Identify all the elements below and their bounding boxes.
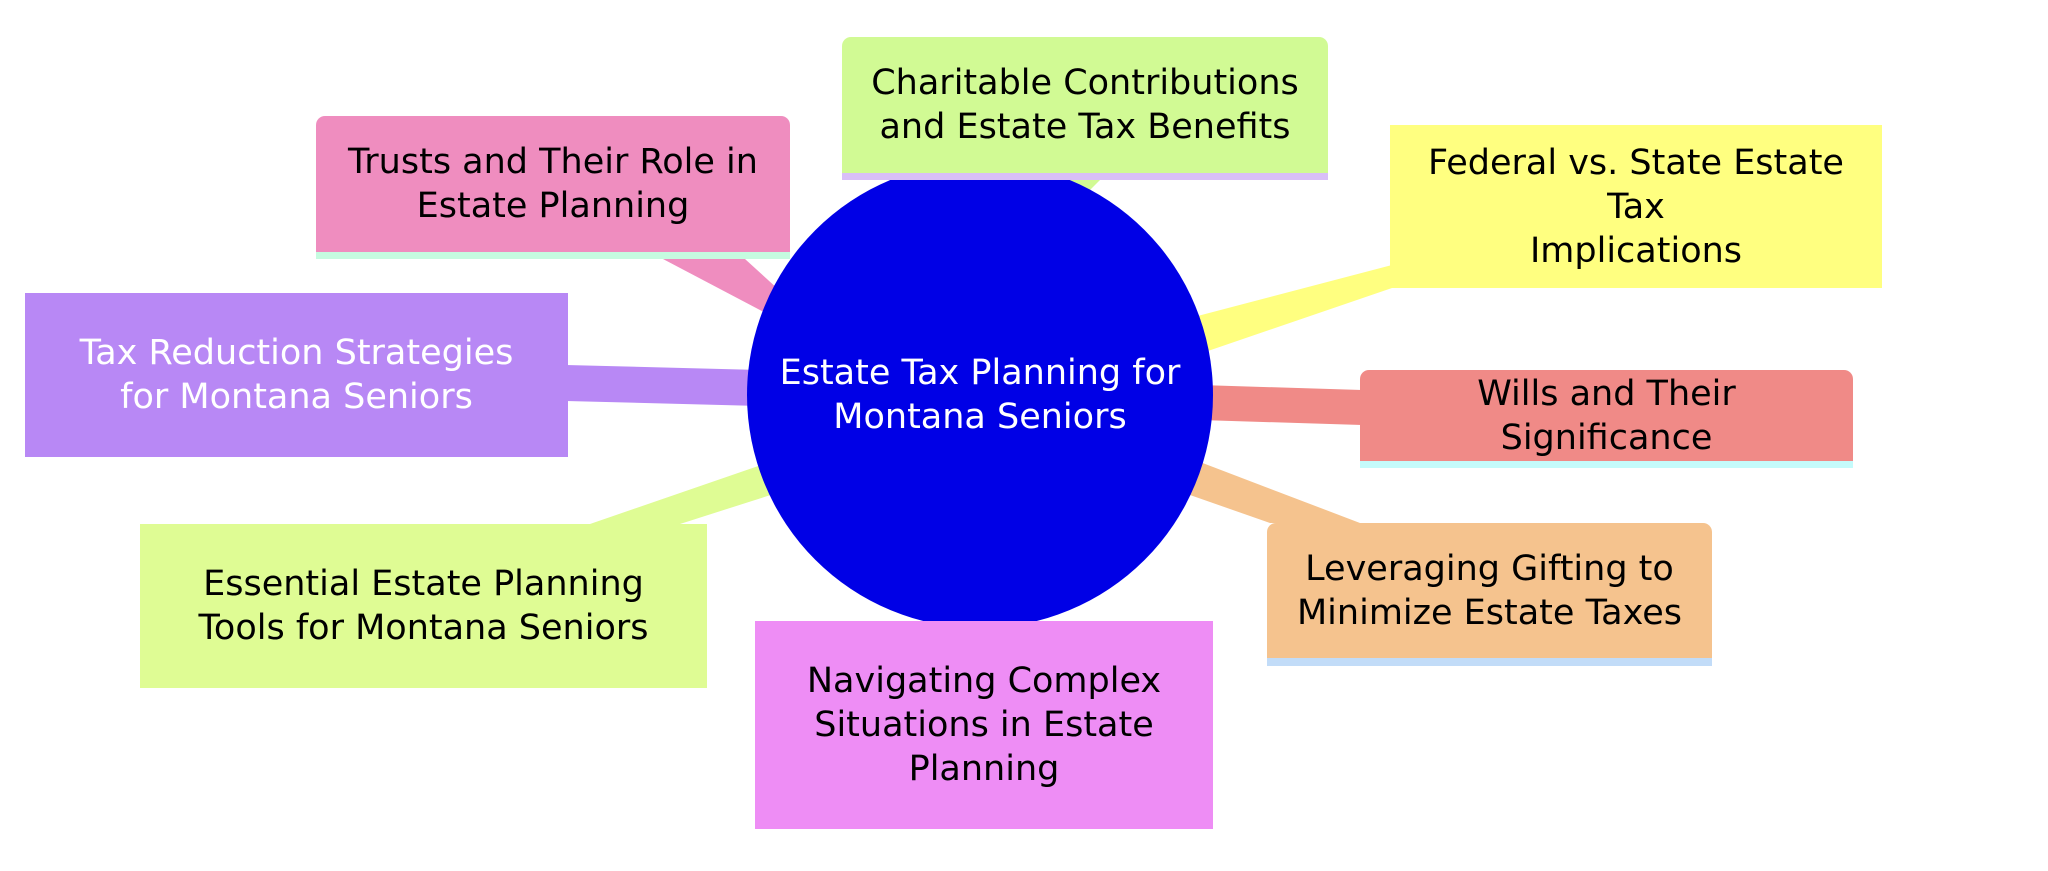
connector-gifting bbox=[1190, 462, 1360, 523]
node-complex[interactable]: Navigating Complex Situations in Estate … bbox=[755, 621, 1213, 829]
node-federal-state[interactable]: Federal vs. State Estate Tax Implication… bbox=[1390, 125, 1882, 288]
node-complex-label: Navigating Complex Situations in Estate … bbox=[806, 661, 1162, 789]
node-wills-underline bbox=[1360, 461, 1853, 468]
node-federal-state-label: Federal vs. State Estate Tax Implication… bbox=[1428, 142, 1844, 271]
node-charitable-label: Charitable Contributions and Estate Tax … bbox=[871, 63, 1299, 147]
root-node-label: Estate Tax Planning for Montana Seniors bbox=[779, 353, 1181, 437]
node-gifting[interactable]: Leveraging Gifting to Minimize Estate Ta… bbox=[1267, 523, 1712, 666]
root-node[interactable]: Estate Tax Planning for Montana Seniors bbox=[747, 162, 1213, 628]
connector-tax-reduction bbox=[566, 365, 760, 406]
connector-trusts bbox=[663, 259, 790, 318]
node-wills[interactable]: Wills and Their Significance bbox=[1360, 370, 1853, 468]
node-trusts[interactable]: Trusts and Their Role in Estate Planning bbox=[316, 116, 790, 259]
node-trusts-label: Trusts and Their Role in Estate Planning bbox=[348, 142, 758, 226]
connector-wills bbox=[1200, 385, 1362, 425]
node-trusts-underline bbox=[316, 252, 790, 259]
node-charitable-underline bbox=[842, 173, 1328, 180]
node-wills-label: Wills and Their Significance bbox=[1477, 373, 1736, 458]
node-essential-tools-label: Essential Estate Planning Tools for Mont… bbox=[198, 564, 649, 648]
node-tax-reduction[interactable]: Tax Reduction Strategies for Montana Sen… bbox=[25, 293, 568, 457]
connector-essential-tools bbox=[590, 462, 780, 524]
node-essential-tools[interactable]: Essential Estate Planning Tools for Mont… bbox=[140, 524, 707, 688]
node-charitable[interactable]: Charitable Contributions and Estate Tax … bbox=[842, 37, 1328, 180]
node-gifting-underline bbox=[1267, 658, 1712, 666]
node-gifting-label: Leveraging Gifting to Minimize Estate Ta… bbox=[1296, 548, 1683, 633]
node-tax-reduction-label: Tax Reduction Strategies for Montana Sen… bbox=[79, 333, 514, 417]
